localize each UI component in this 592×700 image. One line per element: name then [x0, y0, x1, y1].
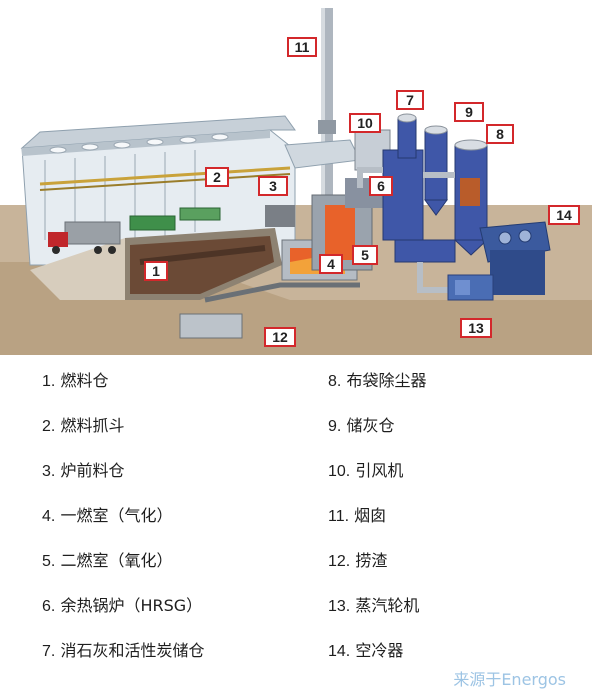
marker-2: 2	[205, 167, 229, 187]
legend-item: 2. 燃料抓斗	[42, 416, 125, 435]
marker-10: 10	[349, 113, 381, 133]
air-cooled-condenser	[479, 221, 551, 295]
marker-8: 8	[486, 124, 514, 144]
ash-conveyor	[179, 282, 360, 339]
marker-3: 3	[258, 176, 288, 196]
marker-13: 13	[460, 318, 492, 338]
legend-item: 13. 蒸汽轮机	[328, 596, 420, 615]
marker-4: 4	[319, 254, 343, 274]
legend-item: 6. 余热锅炉（HRSG）	[42, 596, 203, 615]
legend: 1. 燃料仓 2. 燃料抓斗 3. 炉前料仓 4. 一燃室（气化） 5. 二燃室…	[0, 355, 592, 700]
plant-cutaway-illustration	[0, 8, 592, 355]
marker-6: 6	[369, 176, 393, 196]
marker-1: 1	[144, 261, 168, 281]
legend-item: 11. 烟囱	[328, 506, 387, 525]
source-credit: 来源于Energos	[453, 670, 566, 689]
legend-item: 3. 炉前料仓	[42, 461, 125, 480]
marker-5: 5	[352, 245, 378, 265]
legend-item: 14. 空冷器	[328, 641, 404, 660]
marker-9: 9	[454, 102, 484, 122]
boiler-block	[311, 129, 391, 271]
legend-item: 9. 储灰仓	[328, 416, 395, 435]
legend-item: 7. 消石灰和活性炭储仓	[42, 641, 205, 660]
marker-11: 11	[287, 37, 317, 57]
steam-turbine	[447, 274, 494, 301]
trucks	[48, 207, 221, 254]
legend-item: 5. 二燃室（氧化）	[42, 551, 173, 570]
legend-item: 10. 引风机	[328, 461, 404, 480]
marker-7: 7	[396, 90, 424, 110]
legend-item: 12. 捞渣	[328, 551, 388, 570]
marker-12: 12	[264, 327, 296, 347]
marker-14: 14	[548, 205, 580, 225]
legend-item: 8. 布袋除尘器	[328, 371, 427, 390]
legend-item: 4. 一燃室（气化）	[42, 506, 173, 525]
legend-item: 1. 燃料仓	[42, 371, 109, 390]
